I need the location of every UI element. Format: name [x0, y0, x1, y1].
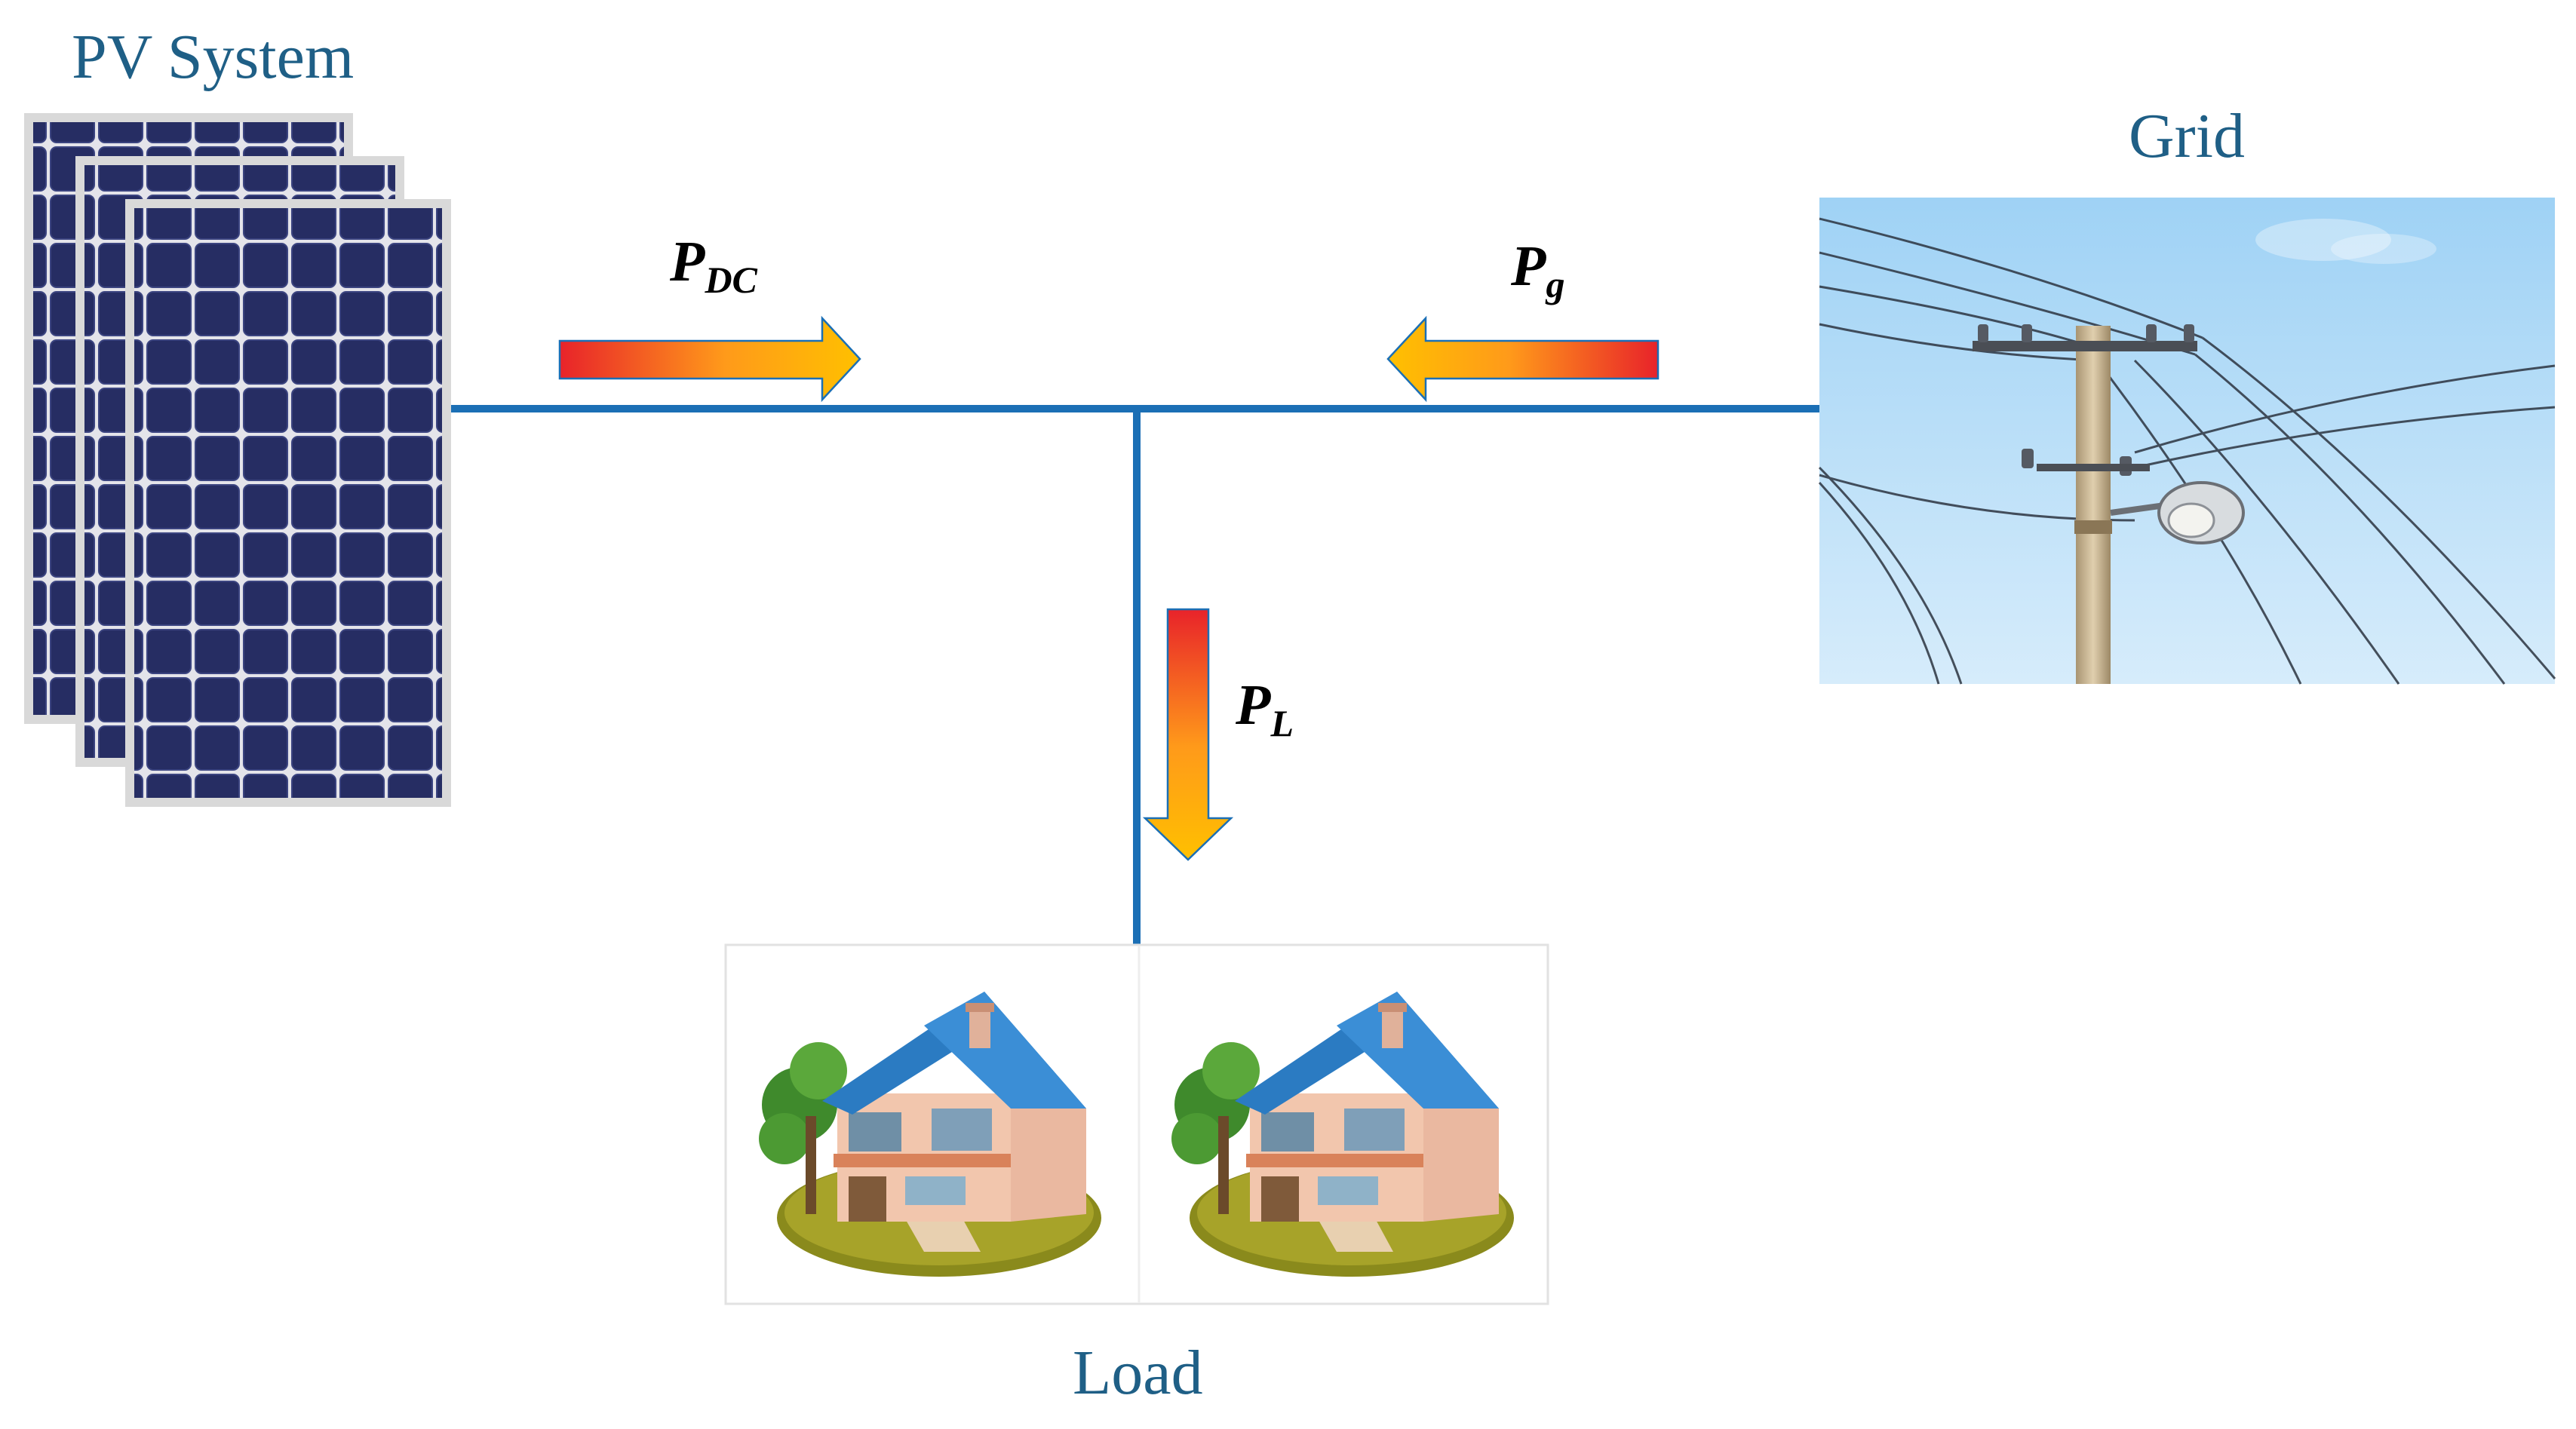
power-pole-photo [1818, 198, 2556, 685]
street-lamp [2110, 481, 2245, 544]
load-node: Load [724, 943, 1549, 1408]
pg-flow-label: Pg [1510, 235, 1564, 305]
house-icon-left [759, 992, 1101, 1277]
load-label: Load [1073, 1338, 1203, 1408]
grid-label: Grid [2129, 101, 2245, 171]
pdc-flow-arrow [558, 315, 861, 403]
solar-panel-front [125, 199, 451, 807]
pv-system-label: PV System [72, 22, 354, 92]
grid-node: Grid [1818, 101, 2556, 685]
pl-flow-label: PL [1235, 673, 1294, 744]
pl-flow-arrow [1142, 608, 1234, 861]
pdc-flow-label: PDC [669, 230, 758, 301]
house-icon-right [1171, 992, 1514, 1277]
pv-system-node: PV System [24, 22, 451, 807]
pg-flow-arrow [1386, 315, 1660, 403]
